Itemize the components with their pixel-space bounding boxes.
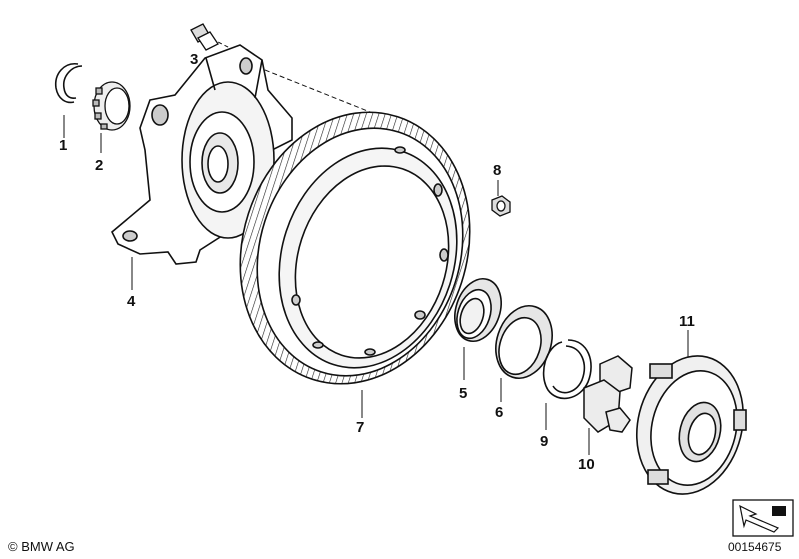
part-4-housing-cover: [111, 44, 293, 265]
callout-8: 8: [493, 162, 502, 179]
callout-3: 3: [190, 51, 199, 68]
part-9-snap-ring: [542, 339, 592, 400]
callout-2: 2: [95, 157, 104, 174]
part-10-spider-gears: [583, 355, 633, 433]
callout-10: 10: [578, 456, 595, 473]
direction-arrow-icon: [732, 499, 794, 537]
part-7-ring-gear: [239, 111, 471, 385]
callout-7: 7: [356, 419, 365, 436]
copyright-text: © BMW AG: [8, 539, 75, 554]
part-6-bearing-ring: [495, 305, 553, 379]
part-3-bolt: [190, 23, 219, 51]
part-1-circlip: [54, 63, 83, 104]
callout-4: 4: [127, 293, 136, 310]
callout-9: 9: [540, 433, 549, 450]
diagram-id: 00154675: [728, 540, 782, 554]
callout-6: 6: [495, 404, 504, 421]
part-2-slotted-nut: [92, 81, 131, 131]
part-11-flange: [635, 355, 747, 495]
part-5-shaft-seal: [454, 278, 502, 342]
part-8-nut: [491, 195, 511, 217]
callout-1: 1: [59, 137, 68, 154]
callout-5: 5: [459, 385, 468, 402]
callout-11: 11: [679, 313, 695, 330]
